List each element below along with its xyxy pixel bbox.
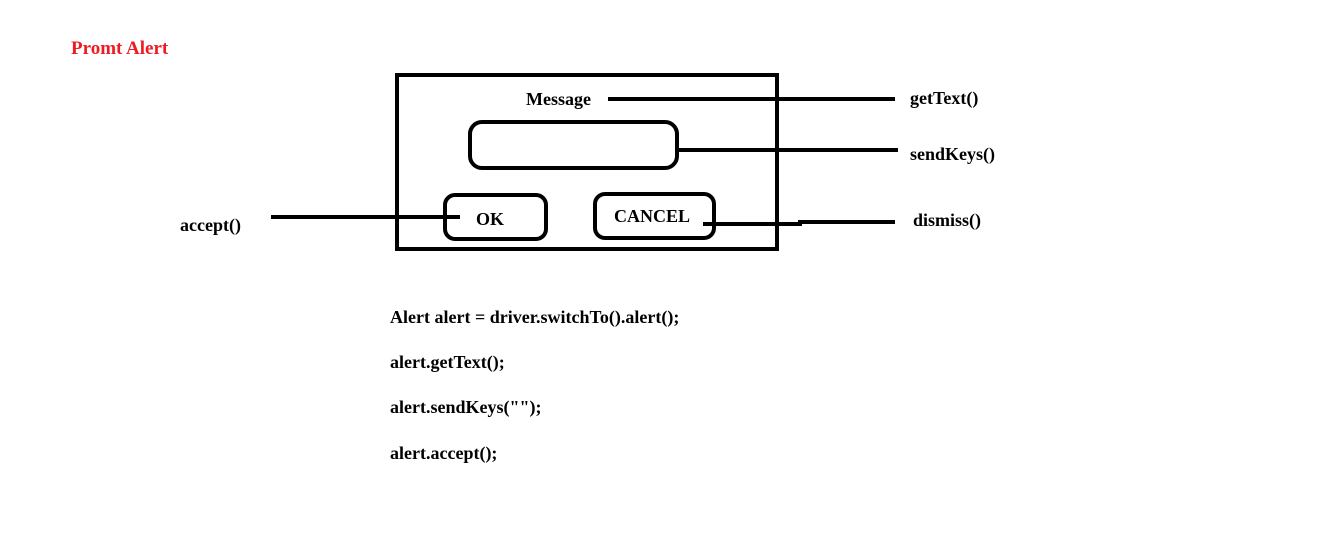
code-line: alert.getText();: [390, 352, 505, 372]
prompt-input-box[interactable]: [468, 120, 679, 170]
method-accept: accept(): [180, 215, 241, 235]
method-dismiss: dismiss(): [913, 210, 982, 230]
connector-dismiss: [703, 220, 895, 226]
code-line: Alert alert = driver.switchTo().alert();: [390, 307, 680, 327]
cancel-button-label[interactable]: CANCEL: [614, 206, 691, 226]
cancel-button[interactable]: [593, 192, 716, 240]
alert-dialog-frame: [395, 73, 779, 251]
code-line: alert.accept();: [390, 443, 498, 463]
dialog-message: Message: [526, 89, 591, 109]
method-gettext: getText(): [910, 88, 979, 108]
diagram-title: Promt Alert: [71, 38, 169, 59]
method-sendkeys: sendKeys(): [910, 144, 995, 164]
code-line: alert.sendKeys("");: [390, 397, 542, 417]
ok-button-label[interactable]: OK: [476, 209, 505, 229]
